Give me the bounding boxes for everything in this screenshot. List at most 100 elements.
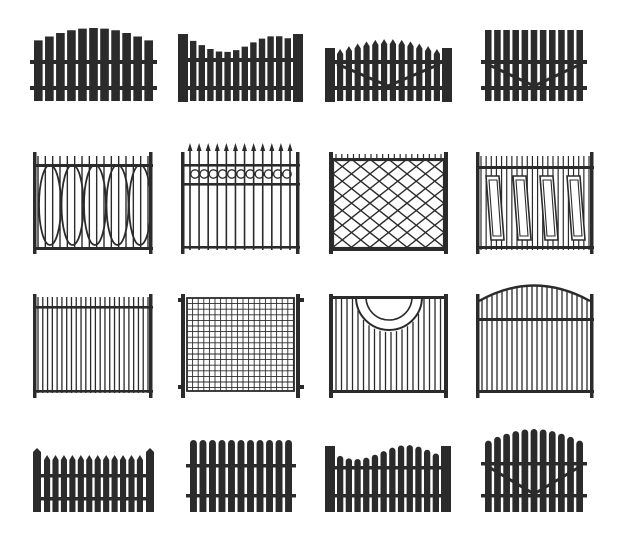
picket: [549, 30, 556, 101]
rail: [33, 390, 153, 393]
picket: [133, 36, 142, 101]
picket: [52, 455, 59, 512]
rail: [476, 166, 594, 169]
picket: [494, 30, 501, 101]
post: [476, 152, 480, 254]
picket: [548, 431, 556, 512]
picket: [122, 33, 131, 101]
rail: [329, 296, 448, 299]
rail: [33, 497, 154, 501]
post: [476, 294, 480, 398]
picket: [60, 455, 68, 512]
picket: [363, 457, 370, 512]
picket: [237, 440, 245, 512]
fence-iron-diamond-panels: [476, 152, 594, 254]
picket: [44, 455, 51, 512]
picket: [119, 455, 127, 512]
fence-picket-flat-x-brace: [481, 30, 587, 101]
picket: [209, 440, 216, 512]
picket: [337, 455, 344, 512]
picket: [267, 36, 274, 102]
post: [325, 48, 335, 102]
rail: [186, 494, 296, 498]
rail: [481, 60, 587, 64]
rail: [188, 86, 293, 90]
picket: [247, 440, 254, 512]
rail: [476, 390, 594, 393]
picket: [77, 455, 84, 512]
picket: [228, 440, 235, 512]
picket: [45, 36, 54, 101]
picket: [432, 453, 439, 512]
picket: [111, 455, 118, 512]
rail: [481, 494, 587, 498]
rail: [30, 86, 157, 90]
picket: [337, 48, 344, 101]
picket: [512, 431, 520, 512]
post: [33, 448, 41, 512]
post: [329, 294, 333, 398]
picket: [380, 451, 387, 512]
rail: [181, 246, 300, 249]
picket: [199, 440, 207, 512]
picket: [539, 30, 547, 101]
picket: [567, 30, 574, 101]
picket: [425, 46, 432, 101]
picket: [78, 28, 87, 101]
picket: [433, 48, 440, 101]
picket: [485, 440, 492, 512]
picket: [94, 455, 101, 512]
picket: [354, 458, 361, 512]
rail: [30, 60, 157, 64]
picket: [233, 50, 240, 101]
rail: [335, 60, 442, 64]
picket: [34, 40, 43, 101]
picket: [256, 440, 264, 512]
fence-iron-arched-top: [476, 284, 594, 398]
picket: [345, 46, 352, 101]
picket: [558, 433, 565, 512]
picket: [415, 446, 422, 512]
rail: [33, 306, 153, 309]
picket: [275, 440, 283, 512]
picket: [521, 429, 529, 512]
post: [296, 294, 300, 398]
picket: [389, 447, 396, 512]
picket: [89, 28, 98, 101]
picket: [558, 30, 565, 101]
picket: [285, 440, 292, 512]
picket: [381, 39, 388, 101]
post: [442, 48, 452, 102]
fence-picket-rounded-flat: [186, 440, 296, 512]
picket: [371, 454, 379, 512]
rail: [476, 246, 594, 249]
rail: [335, 86, 442, 90]
post: [149, 294, 153, 398]
picket: [136, 455, 143, 512]
picket: [406, 445, 413, 512]
post: [293, 34, 303, 102]
post: [181, 152, 185, 254]
picket: [567, 436, 574, 512]
rail: [33, 247, 153, 250]
picket: [144, 40, 153, 101]
post: [33, 294, 37, 398]
fence-picket-pointed-arch-braced: [325, 39, 452, 102]
post: [178, 34, 188, 102]
post: [325, 446, 335, 512]
picket: [423, 449, 431, 512]
picket: [407, 41, 414, 101]
picket: [397, 445, 405, 512]
picket: [190, 440, 197, 512]
picket: [521, 30, 529, 101]
fence-iron-diamond-lattice: [329, 152, 448, 254]
picket: [503, 30, 510, 101]
rail: [481, 462, 587, 466]
fence-iron-ellipse-loops: [33, 152, 153, 254]
picket: [128, 455, 135, 512]
rail: [181, 183, 300, 186]
picket: [503, 433, 510, 512]
post: [441, 446, 451, 512]
